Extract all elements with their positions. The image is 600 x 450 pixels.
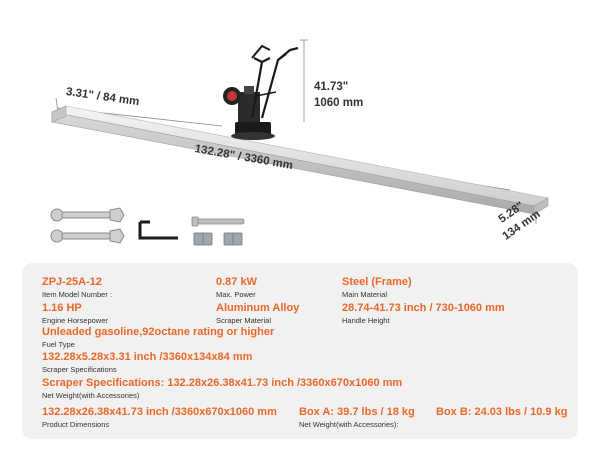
height-dimension-inch: 41.73" <box>314 81 349 93</box>
specifications-panel: ZPJ-25A-12 Item Model Number : 0.87 kW M… <box>22 263 578 439</box>
spec-horsepower: 1.16 HP Engine Horsepower <box>42 302 108 325</box>
spec-product-dimensions: 132.28x26.38x41.73 inch /3360x670x1060 m… <box>42 406 277 429</box>
engine-assembly <box>223 44 299 140</box>
spec-main-material: Steel (Frame) Main Material <box>342 276 412 299</box>
scraper-rail <box>50 105 549 215</box>
hex-key-icon <box>138 220 178 240</box>
spec-scraper-material: Aluminum Alloy Scraper Material <box>216 302 300 325</box>
spec-fuel-type: Unleaded gasoline,92octane rating or hig… <box>42 326 275 349</box>
bolt-icon <box>191 216 245 227</box>
power-screed-icon <box>50 39 549 246</box>
spec-box-a: Box A: 39.7 lbs / 18 kg Net Weight(with … <box>299 406 415 429</box>
spec-scraper-specifications: 132.28x5.28x3.31 inch /3360x134x84 mm Sc… <box>42 351 253 374</box>
spec-box-b: Box B: 24.03 lbs / 10.9 kg <box>436 406 568 418</box>
clamp-icon <box>193 232 243 246</box>
spec-power: 0.87 kW Max. Power <box>216 276 257 299</box>
spec-net-weight: Scraper Specifications: 132.28x26.38x41.… <box>42 377 403 400</box>
product-illustration: 3.31" / 84 mm 132.28" / 3360 mm 41.73" 1… <box>50 39 549 246</box>
height-dimension-mm: 1060 mm <box>314 97 364 109</box>
wrench-icon <box>50 207 125 244</box>
spec-handle-height: 28.74-41.73 inch / 730-1060 mm Handle He… <box>342 302 505 325</box>
spec-model: ZPJ-25A-12 Item Model Number : <box>42 276 113 299</box>
